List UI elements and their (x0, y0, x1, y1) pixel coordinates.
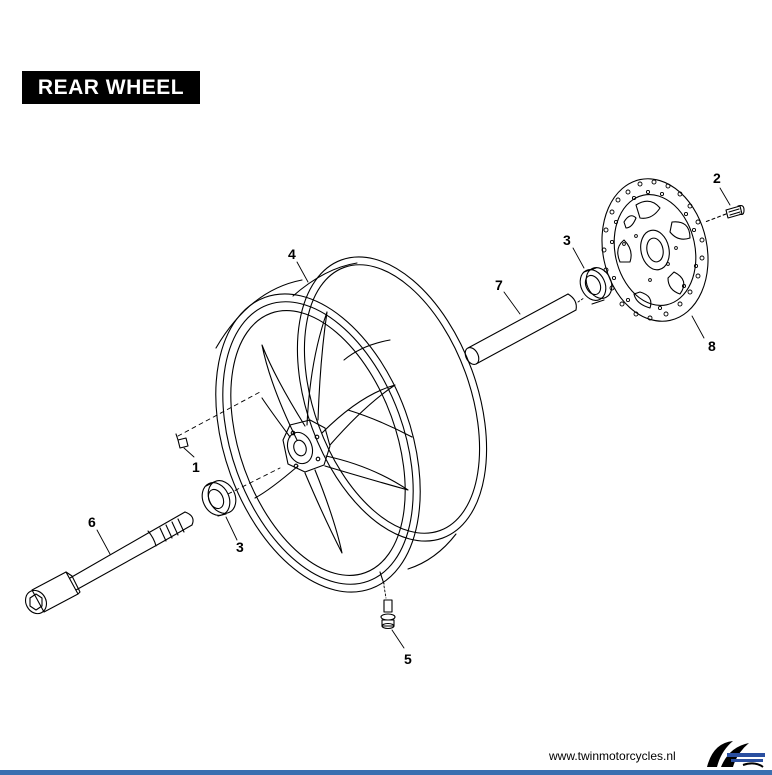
wheel-hub (282, 419, 331, 473)
rear-wheel-rim (215, 256, 488, 593)
callout-3-lower: 3 (236, 539, 244, 555)
wheel-bearing-right (579, 267, 613, 305)
callout-leaders (96, 187, 731, 649)
callout-8: 8 (708, 338, 716, 354)
brake-rotor (601, 178, 709, 322)
rear-axle (24, 511, 194, 615)
rotor-screw (704, 204, 745, 223)
footer-divider (0, 770, 772, 775)
callout-1: 1 (192, 459, 200, 475)
brake-rotor-holes (601, 179, 705, 321)
callout-7: 7 (495, 277, 503, 293)
axle-spacer-sleeve (464, 293, 577, 365)
callout-5: 5 (404, 651, 412, 667)
wheel-bearing-left (201, 480, 237, 517)
footer-website-link[interactable]: www.twinmotorcycles.nl (549, 749, 676, 763)
callout-3-upper: 3 (563, 232, 571, 248)
wheel-spokes (254, 311, 413, 554)
page-title: REAR WHEEL (22, 71, 200, 104)
valve-stem (380, 599, 396, 630)
balance-weight (175, 433, 189, 449)
callout-6: 6 (88, 514, 96, 530)
callout-2: 2 (713, 170, 721, 186)
callout-4: 4 (288, 246, 296, 262)
twinmotorcycles-logo-icon (707, 741, 765, 768)
